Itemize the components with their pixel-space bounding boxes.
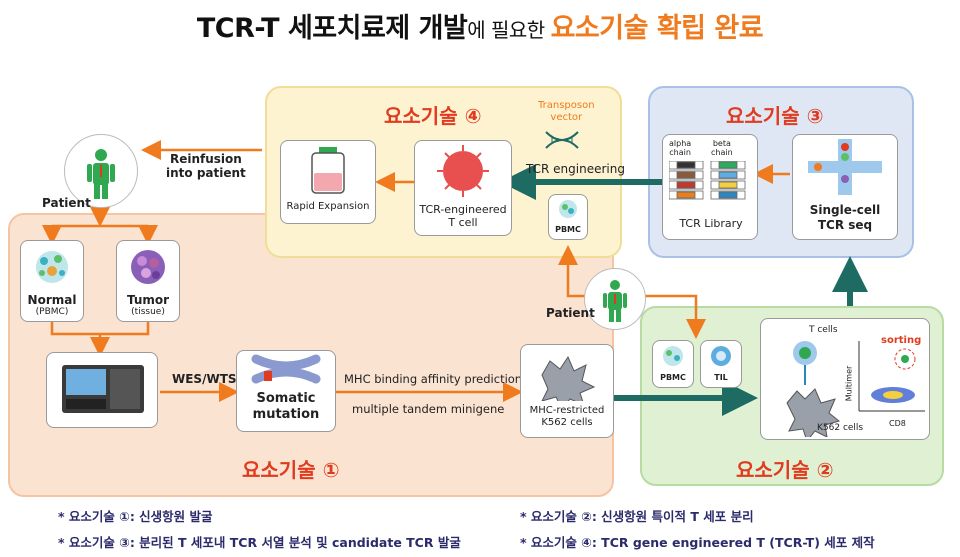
page-title: TCR-T 세포치료제 개발에 필요한 요소기술 확립 완료 — [0, 6, 960, 45]
k562-label-panel2: K562 cells — [817, 423, 864, 433]
title-highlight: 요소기술 확립 완료 — [550, 13, 764, 44]
footnote-2: * 요소기술 ②: 신생항원 특이적 T 세포 분리 — [520, 506, 754, 525]
tcell-k562-icon — [786, 341, 841, 437]
multimer-axis-label: Multimer — [844, 365, 854, 402]
tcr-library-card: alpha chain beta chain TCR Library — [662, 134, 758, 240]
footnote-4-text: : TCR gene engineered T (TCR-T) 세포 제작 — [591, 535, 875, 550]
pbmc-card-panel4: PBMC — [548, 194, 588, 240]
pbmc-label-panel2: PBMC — [660, 373, 686, 382]
normal-cells-icon — [36, 251, 68, 283]
patient-top-circle — [64, 134, 138, 208]
footnote-3-text: : 분리된 T 세포내 TCR 서열 분석 및 candidate TCR 발굴 — [129, 535, 461, 550]
tumor-label: Tumor — [126, 293, 170, 307]
til-label: TIL — [714, 373, 728, 382]
beta-chain-label: beta chain — [711, 139, 733, 157]
patient-icon — [87, 149, 115, 199]
mhc-k562-label: MHC-restricted K562 cells — [529, 405, 605, 428]
patient-icon — [603, 280, 627, 322]
footnote-4-tag: * 요소기술 ④ — [520, 535, 592, 550]
minigene-label: multiple tandem minigene — [352, 402, 505, 416]
flow-plot-icon — [858, 341, 925, 412]
panel-4-title: 요소기술 ④ — [384, 104, 482, 128]
patient-top-label: Patient — [42, 196, 91, 210]
footnote-1: * 요소기술 ①: 신생항원 발굴 — [58, 506, 213, 525]
sorting-card: T cells K562 cells sorting Multimer CD8 — [760, 318, 930, 440]
pbmc-cells-icon — [663, 346, 683, 366]
somatic-mutation-card: Somatic mutation — [236, 350, 336, 432]
mhc-k562-card: MHC-restricted K562 cells — [520, 344, 614, 438]
tcr-library-grid-icon — [669, 161, 746, 200]
t-cells-label: T cells — [809, 325, 838, 335]
sequencer-card — [46, 352, 158, 428]
footnote-1-tag: * 요소기술 ① — [58, 509, 130, 524]
normal-sub: (PBMC) — [35, 307, 69, 317]
k562-cells-icon — [541, 355, 596, 410]
footnote-3: * 요소기술 ③: 분리된 T 세포내 TCR 서열 분석 및 candidat… — [58, 532, 461, 551]
chromosome-icon — [251, 354, 321, 384]
panel-3-title: 요소기술 ③ — [726, 104, 824, 128]
tcr-library-label: TCR Library — [679, 217, 743, 230]
panel-2-title: 요소기술 ② — [736, 458, 834, 482]
single-cell-label: Single-cell TCR seq — [809, 203, 881, 232]
footnote-4: * 요소기술 ④: TCR gene engineered T (TCR-T) … — [520, 532, 875, 551]
title-connector: 에 필요한 — [467, 18, 551, 42]
mhc-prediction-label: MHC binding affinity prediction — [344, 372, 523, 386]
single-cell-card: Single-cell TCR seq — [792, 134, 898, 240]
pbmc-cells-icon — [559, 200, 577, 218]
footnote-2-text: : 신생항원 특이적 T 세포 분리 — [591, 509, 754, 524]
battery-icon — [311, 147, 345, 194]
rapid-expansion-label: Rapid Expansion — [286, 201, 370, 212]
pbmc-label-panel4: PBMC — [555, 225, 581, 234]
tumor-card: Tumor (tissue) — [116, 240, 180, 322]
somatic-mutation-label: Somatic mutation — [252, 391, 320, 422]
wes-wts-label: WES/WTS — [172, 372, 237, 386]
sequencer-icon — [62, 365, 144, 413]
tcr-t-cell-card: TCR-engineered T cell — [414, 140, 512, 236]
sorting-label: sorting — [881, 335, 922, 346]
pbmc-card-panel2: PBMC — [652, 340, 694, 388]
til-cell-icon — [711, 346, 731, 366]
normal-label: Normal — [27, 293, 77, 307]
dna-icon — [545, 131, 579, 149]
title-main: TCR-T 세포치료제 개발 — [196, 13, 468, 44]
patient-mid-circle — [584, 268, 646, 330]
cd8-axis-label: CD8 — [889, 419, 906, 428]
normal-card: Normal (PBMC) — [20, 240, 84, 322]
t-cell-icon — [437, 145, 489, 197]
transposon-label: Transposon vector — [538, 100, 595, 123]
footnote-3-tag: * 요소기술 ③ — [58, 535, 130, 550]
alpha-chain-label: alpha chain — [669, 139, 692, 157]
tcr-t-cell-label: TCR-engineered T cell — [419, 203, 507, 229]
panel-1-title: 요소기술 ① — [242, 458, 340, 482]
footnote-1-text: : 신생항원 발굴 — [129, 509, 213, 524]
patient-mid-label: Patient — [546, 306, 595, 320]
rapid-expansion-card: Rapid Expansion — [280, 140, 376, 224]
microfluidic-icon — [808, 139, 882, 195]
tumor-sub: (tissue) — [131, 307, 165, 317]
footnote-2-tag: * 요소기술 ② — [520, 509, 592, 524]
tumor-cells-icon — [131, 250, 165, 284]
til-card: TIL — [700, 340, 742, 388]
tcr-engineering-label: TCR engineering — [526, 162, 625, 176]
reinfusion-label: Reinfusion into patient — [166, 152, 246, 180]
